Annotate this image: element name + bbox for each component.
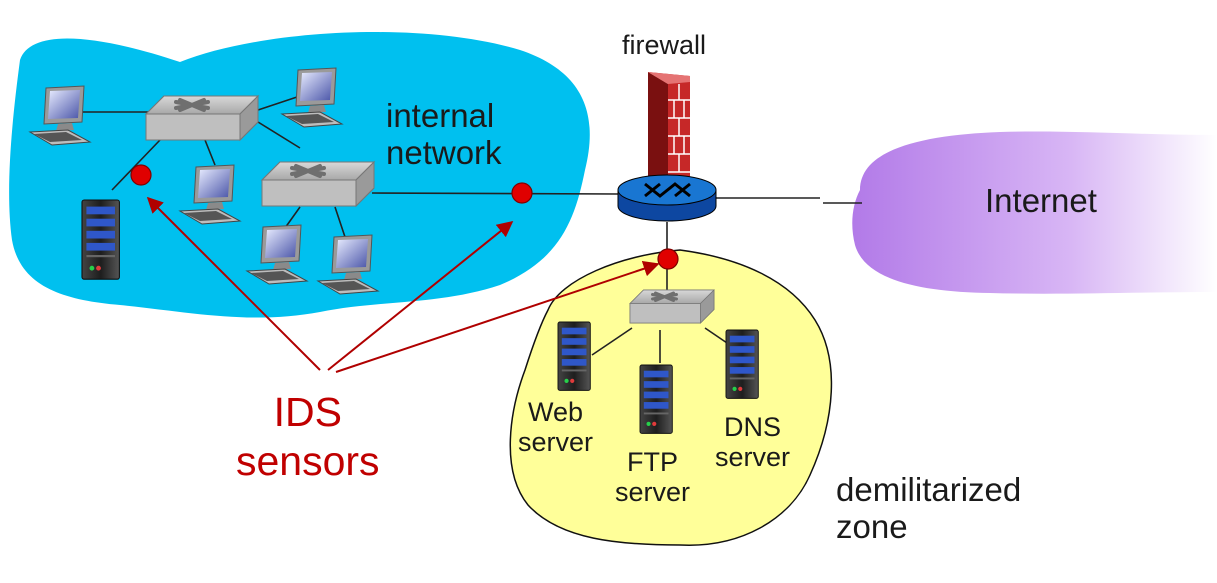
ids-arrows bbox=[146, 196, 660, 373]
dmz-switch bbox=[628, 288, 716, 325]
ids-arrow-internal-link bbox=[327, 220, 514, 371]
router-icon bbox=[617, 174, 717, 222]
ids-sensors bbox=[130, 164, 679, 270]
ftp-server-label: FTP server bbox=[615, 447, 691, 508]
dns-server-label: DNS server bbox=[715, 412, 791, 473]
internal-switch-1 bbox=[144, 94, 260, 142]
internet-label: Internet bbox=[985, 182, 1097, 219]
ids-sensor-internal-link bbox=[511, 182, 533, 204]
web-server-icon bbox=[557, 321, 591, 391]
internal-switch-2 bbox=[260, 160, 376, 208]
ids-arrow-dmz bbox=[335, 260, 660, 373]
internal-network-label: internal network bbox=[386, 97, 502, 171]
ftp-server-icon bbox=[639, 364, 673, 434]
dmz-label: demilitarized zone bbox=[836, 471, 1022, 545]
dns-server-icon bbox=[725, 329, 759, 399]
web-server-label: Web server bbox=[518, 397, 594, 458]
firewall-label: firewall bbox=[622, 30, 707, 60]
ids-sensor-internal-server bbox=[130, 164, 152, 186]
ids-sensor-dmz bbox=[657, 248, 679, 270]
ids-sensors-label: IDS sensors bbox=[236, 389, 380, 485]
internet-region bbox=[852, 131, 1217, 294]
ids-arrow-internal-server bbox=[146, 196, 321, 371]
firewall-icon bbox=[648, 72, 690, 192]
internal-server-icon bbox=[81, 199, 120, 280]
